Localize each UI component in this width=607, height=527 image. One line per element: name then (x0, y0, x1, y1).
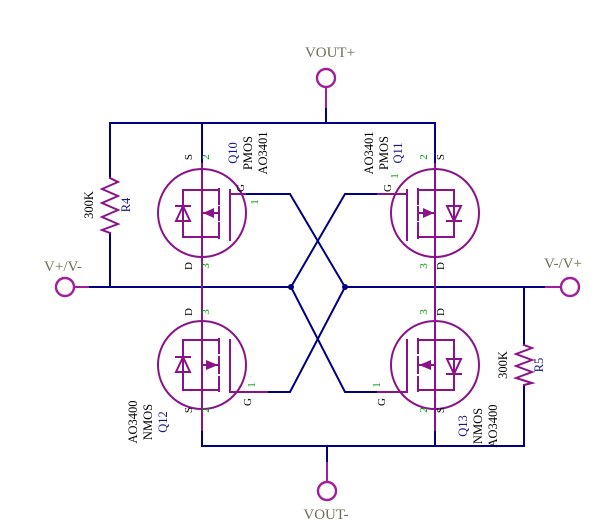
q12-designator: Q12 (156, 411, 170, 433)
q10-pin-gate-number: 1 (249, 199, 261, 205)
net-label-vout-minus: VOUT- (303, 507, 348, 523)
q13-gate-cross-wire (289, 285, 379, 393)
terminal-v-in-right: V-/V+ (544, 256, 582, 298)
junction-dot-left (288, 284, 294, 290)
q11-gate-cross-wire (289, 193, 379, 289)
q10-type-label: PMOS (241, 136, 255, 170)
net-label-v-in-left: V+/V- (44, 259, 82, 275)
terminal-vout-plus: VOUT+ (305, 45, 355, 108)
q11-designator: Q11 (391, 142, 405, 163)
junction-dot-right (342, 284, 348, 290)
q11-pin-gate-number: 1 (389, 173, 401, 179)
r5-designator: R5 (532, 358, 546, 373)
q12-pin-gate-label: G (242, 398, 254, 406)
q10-pin-drain-label: D (183, 262, 195, 270)
q10-part-label: AO3401 (256, 131, 270, 174)
net-label-v-in-right: V-/V+ (544, 256, 582, 272)
transistor-Q13: 3 D 2 S 1 G Q13 NMOS AO3400 (371, 286, 500, 448)
wires (87, 106, 547, 464)
q11-pin-drain-label: D (435, 262, 447, 270)
q11-pin-gate-label: G (382, 184, 394, 192)
q10-gate-cross-wire (244, 193, 347, 289)
r4-designator: R4 (119, 197, 133, 212)
body-diode-icon (445, 358, 463, 377)
q11-pin-source-label: S (435, 154, 447, 160)
terminal-vout-minus: VOUT- (303, 462, 349, 523)
r4-value-label: 300K (82, 191, 96, 219)
body-diode-icon (174, 354, 192, 373)
substrate-arrow-icon (203, 208, 214, 218)
q11-pin-drain-number: 3 (418, 263, 430, 269)
substrate-arrow-icon (419, 360, 431, 370)
terminal-circle (54, 276, 76, 298)
body-diode-icon (445, 205, 463, 224)
q12-pin-drain-label: D (183, 308, 195, 316)
terminal-circle (315, 67, 337, 89)
resistor-zigzag (512, 343, 536, 387)
q13-pin-source-number: 2 (418, 407, 430, 413)
q11-pin-source-number: 2 (418, 154, 430, 160)
q13-pin-gate-label: G (376, 398, 388, 406)
terminal-circle (559, 276, 581, 298)
body-diode-icon (174, 203, 192, 222)
q11-type-label: PMOS (377, 136, 391, 170)
q13-designator: Q13 (456, 415, 470, 437)
q12-part-label: AO3400 (126, 400, 140, 443)
transistor-Q10: S 2 D 3 G 1 Q10 PMOS AO3401 (157, 131, 270, 288)
terminal-v-in-left: V+/V- (44, 259, 89, 298)
q13-pin-drain-label: D (435, 308, 447, 316)
q12-pin-source-label: S (183, 407, 195, 413)
q13-pin-gate-number: 1 (371, 382, 383, 388)
resistor-zigzag (99, 176, 121, 235)
q10-pin-drain-number: 3 (200, 263, 212, 269)
terminal-circle (316, 480, 338, 502)
q10-pin-source-number: 2 (200, 154, 212, 160)
transistor-Q11: 2 S 3 D G 1 AO3401 PMOS Q11 (362, 131, 480, 288)
substrate-arrow-icon (423, 208, 434, 218)
r5-value-label: 300K (496, 351, 510, 379)
q13-pin-source-label: S (435, 407, 447, 413)
q12-type-label: NMOS (141, 404, 155, 440)
q10-pin-source-label: S (183, 154, 195, 160)
substrate-arrow-icon (206, 360, 218, 370)
q13-part-label: AO3400 (486, 404, 500, 447)
resistor-R4: 300K R4 (82, 176, 133, 235)
q12-gate-cross-wire (266, 285, 347, 393)
q12-pin-drain-number: 3 (200, 309, 212, 315)
q12-pin-gate-number: 1 (246, 382, 258, 388)
q13-type-label: NMOS (471, 408, 485, 444)
resistor-R5: 300K R5 (496, 343, 546, 387)
q12-pin-source-number: 2 (200, 407, 212, 413)
transistor-Q12: D 3 S 2 1 G AO3400 NMOS Q12 (126, 286, 268, 444)
q10-pin-gate-label: G (235, 184, 247, 192)
q13-pin-drain-number: 3 (418, 309, 430, 315)
q10-designator: Q10 (226, 142, 240, 164)
net-label-vout-plus: VOUT+ (305, 45, 355, 61)
q11-part-label: AO3401 (362, 131, 376, 174)
